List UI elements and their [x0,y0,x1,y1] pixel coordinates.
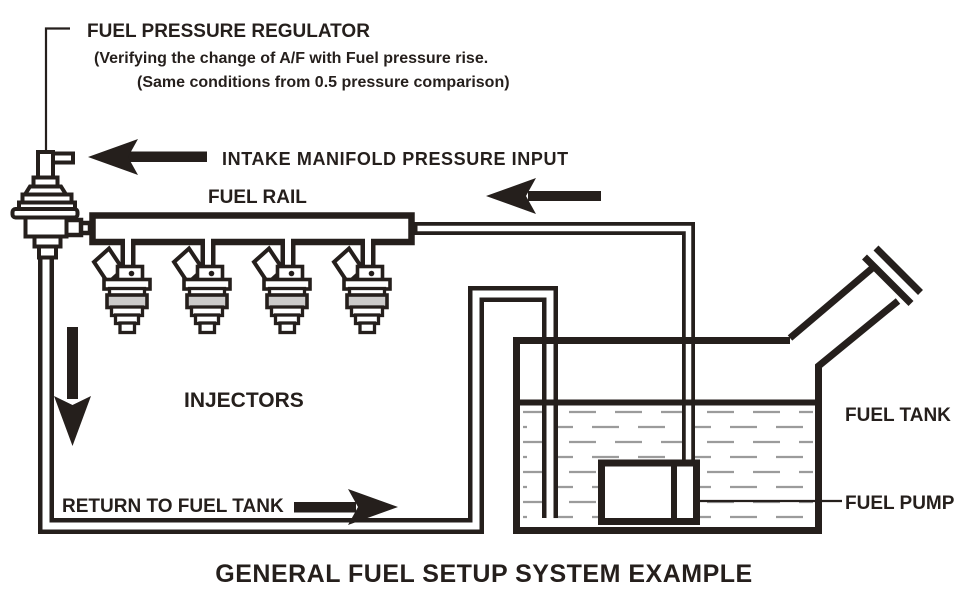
arrow-head-left [486,178,536,214]
injector-1 [92,236,152,335]
injector-4 [332,236,392,335]
return-flow-right-arrow [294,489,398,525]
return-flow-down-arrow [54,327,91,446]
fuel-rail-label: FUEL RAIL [208,187,307,208]
arrow-head-left [88,139,138,175]
return-pipe [38,248,558,534]
fuel-tank-outline [513,245,923,534]
intake-manifold-label: INTAKE MANIFOLD PRESSURE INPUT [222,149,569,169]
filler-neck-upper-wall [787,262,879,341]
fuel-pump [598,459,842,525]
tank-wall [513,298,901,534]
rail-flow-arrow [486,178,601,214]
arrow-shaft [127,151,207,162]
filler-cap-inner-line [862,254,914,306]
arrow-shaft [294,502,356,513]
fuel-pressure-regulator [10,27,84,260]
regulator-body [23,215,69,239]
injector-3 [252,236,312,335]
fuel-tank-label: FUEL TANK [845,405,951,426]
diagram-title: GENERAL FUEL SETUP SYSTEM EXAMPLE [215,560,752,588]
filler-cap-outer-line [873,245,923,295]
injectors [92,236,392,335]
regulator-label: FUEL PRESSURE REGULATOR [87,21,370,42]
injector-2 [172,236,232,335]
arrow-shaft [67,327,78,399]
fuel-pump-label: FUEL PUMP [845,493,955,514]
regulator-leader-line [44,27,70,151]
intake-pressure-arrow [88,139,207,175]
rail-body [89,212,415,246]
supply-pipe [413,222,695,463]
arrow-shaft [528,191,601,201]
return-to-fuel-tank-label: RETURN TO FUEL TANK [62,496,284,517]
arrow-head-down [54,396,91,446]
vacuum-nipple-elbow [36,150,55,181]
arrow-head-right [348,489,398,525]
fuel-rail [74,212,415,246]
regulator-note-line2: (Same conditions from 0.5 pressure compa… [137,74,510,91]
injectors-label: INJECTORS [184,389,304,412]
regulator-return-stem [37,244,58,260]
regulator-note-line1: (Verifying the change of A/F with Fuel p… [94,50,488,67]
pump-body [598,459,700,525]
